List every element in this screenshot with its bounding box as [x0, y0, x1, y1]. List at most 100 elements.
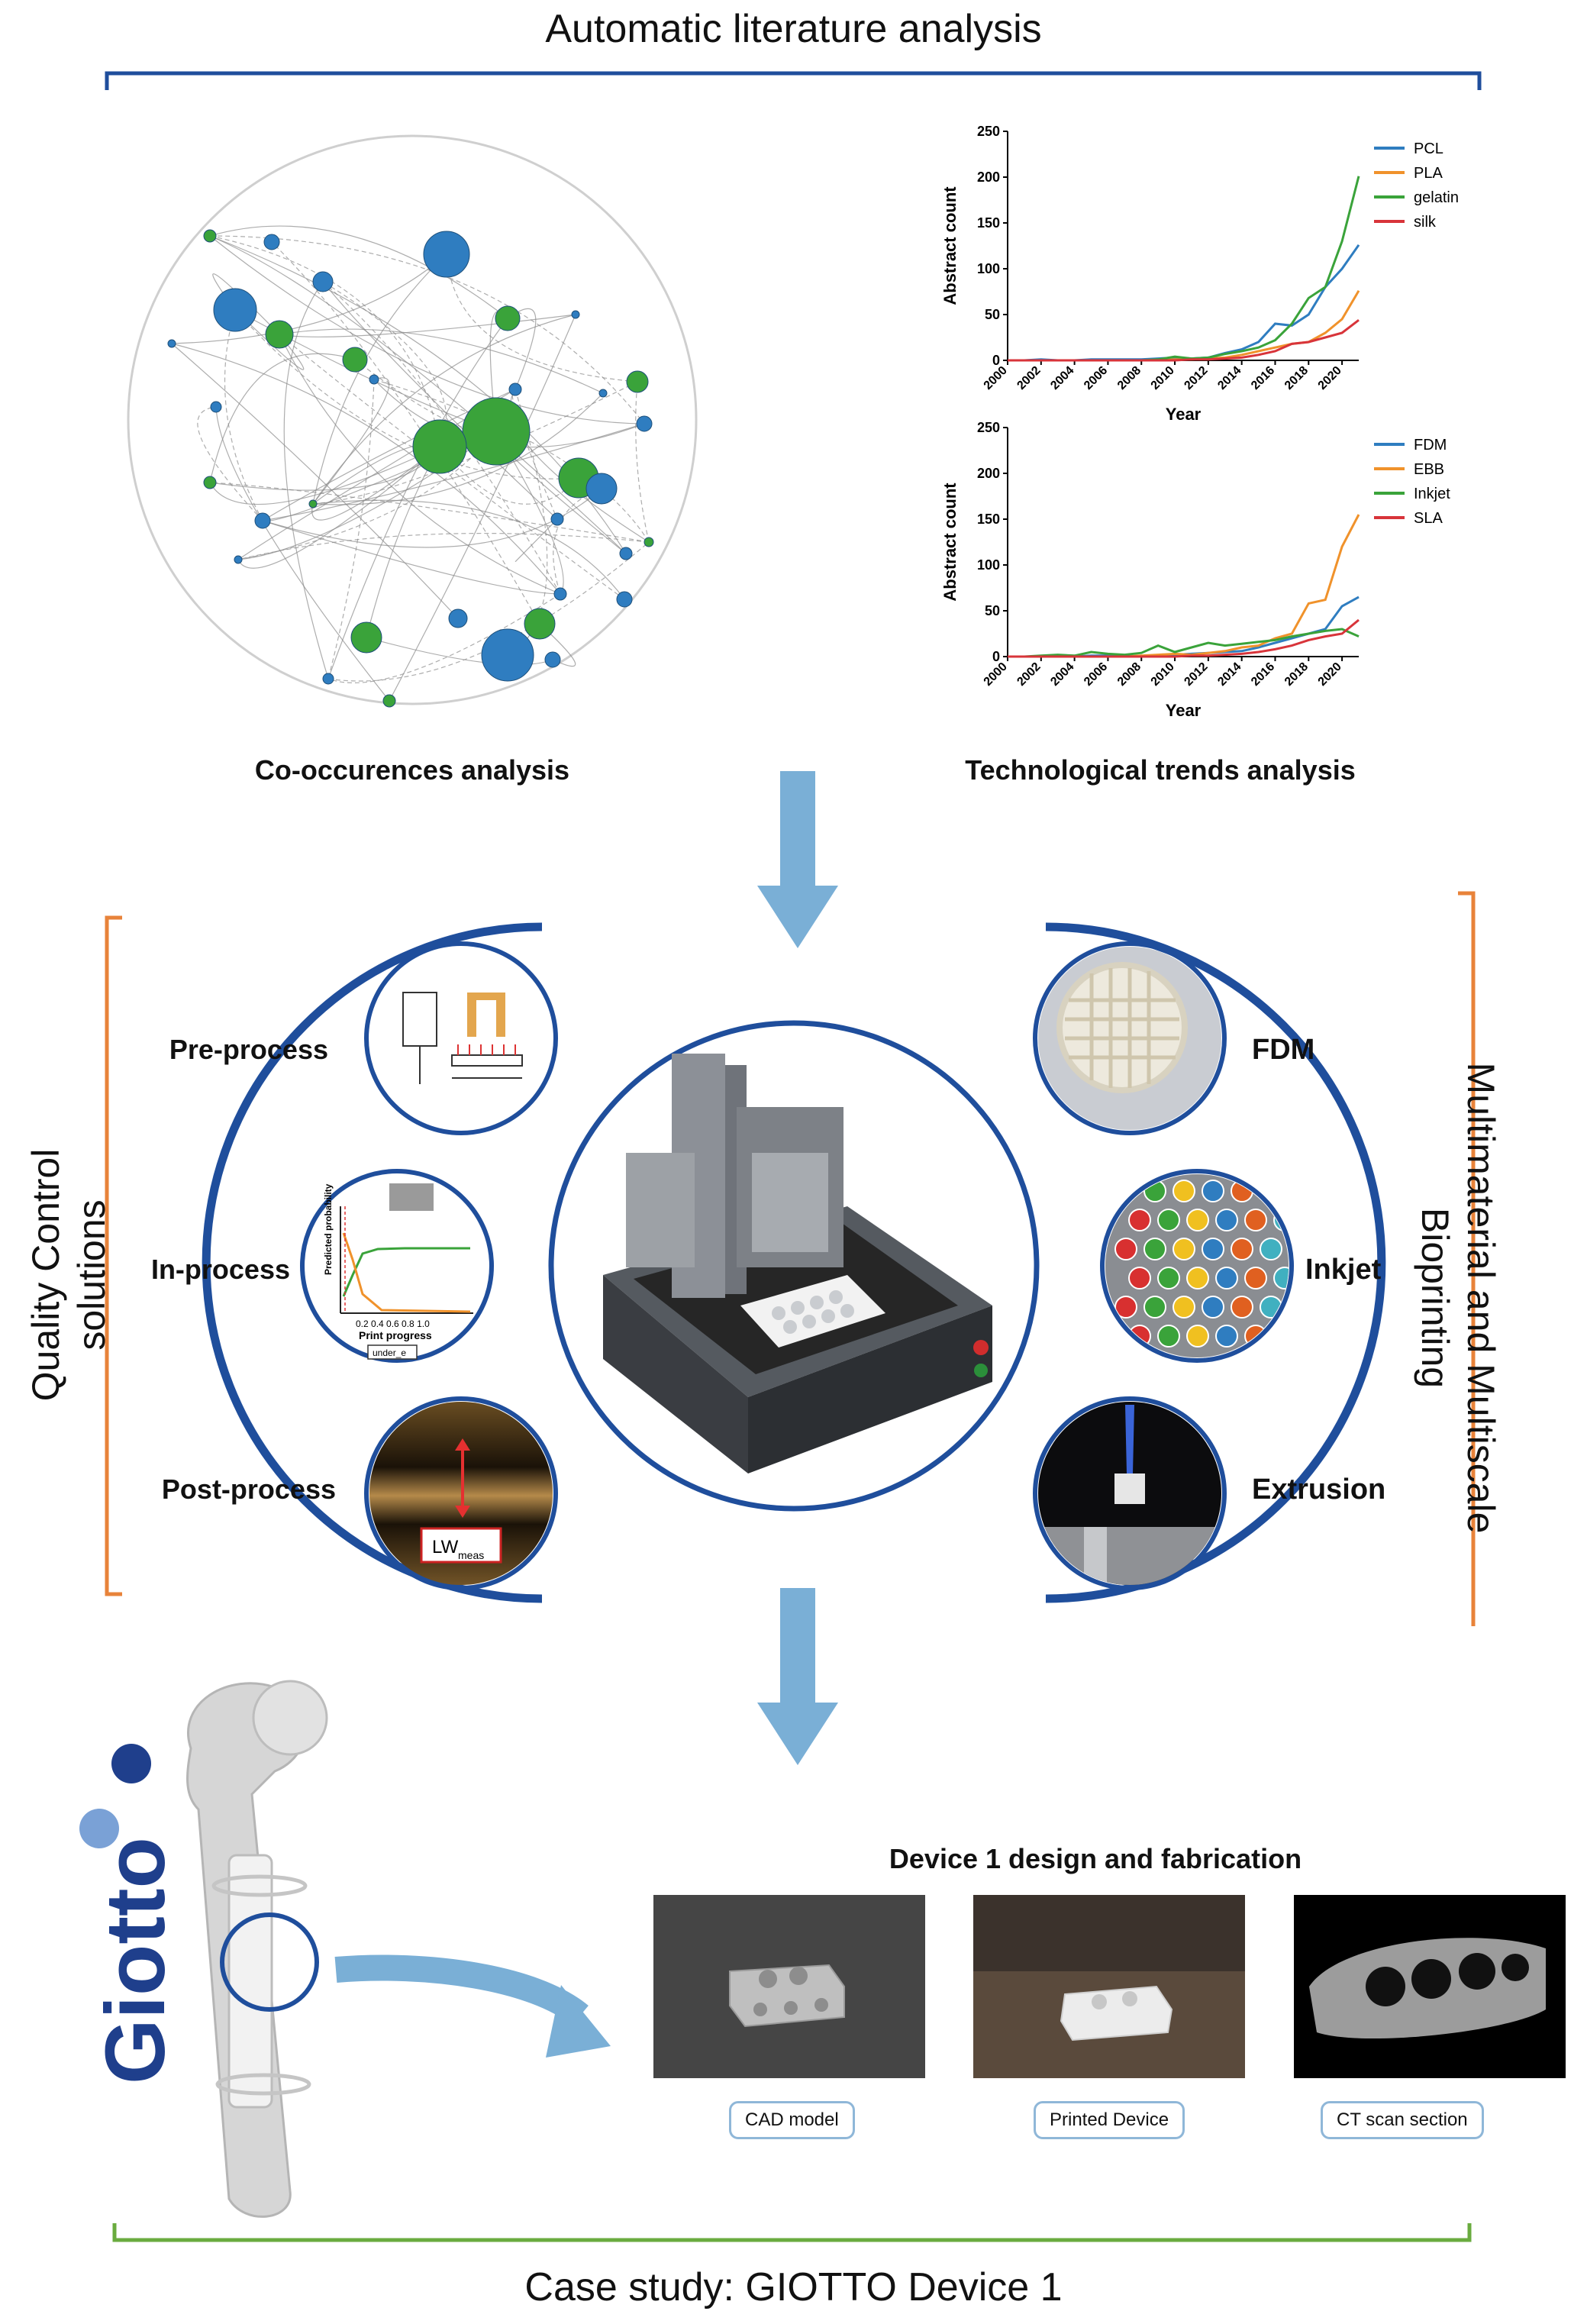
qc-title-line-1: Quality Control	[24, 1148, 67, 1402]
network-node	[382, 694, 396, 708]
network-node	[481, 628, 534, 682]
giotto-logo: Giotto	[79, 1744, 182, 2084]
extrusion-circle	[1033, 1396, 1227, 1590]
network-edge	[209, 235, 627, 554]
cad-model-image	[729, 1964, 845, 2028]
network-node	[265, 320, 294, 349]
network-node	[312, 271, 334, 292]
network-edge	[373, 379, 650, 543]
process-wheel: 0.2 0.4 0.6 0.8 1.0 Print progress under…	[105, 891, 1476, 1626]
in-process-label: In-process	[150, 1254, 290, 1285]
post-process-circle: LW meas	[364, 1396, 558, 1590]
trends-label: Technological trends analysis	[965, 754, 1356, 786]
y-tick-label: 200	[977, 169, 1000, 185]
inkjet-droplet	[1143, 1238, 1166, 1260]
x-tick-label: 2018	[1282, 364, 1311, 392]
x-tick-label: 2020	[1316, 364, 1344, 392]
network-edge	[312, 392, 604, 505]
network-node	[213, 288, 257, 332]
series-line-sla	[1008, 618, 1360, 658]
post-process-label: Post-process	[161, 1473, 336, 1505]
inkjet-droplet	[1114, 1238, 1137, 1260]
network-edge	[234, 309, 579, 479]
x-tick-label: 2020	[1316, 660, 1344, 689]
network-edge	[312, 314, 576, 505]
network-node	[616, 591, 633, 608]
network-node	[412, 419, 467, 474]
network-edge	[171, 253, 447, 344]
inkjet-droplet	[1202, 1238, 1224, 1260]
lw-label: LW	[432, 1537, 459, 1557]
ct-scan-image	[1309, 1938, 1546, 2039]
x-tick-label: 2016	[1249, 660, 1277, 689]
mm-title: Multimaterial and Multiscale Bioprinting	[1412, 1054, 1504, 1542]
inkjet-droplet	[1273, 1267, 1289, 1289]
down-arrow-1	[757, 771, 838, 948]
inkjet-circle-border	[1100, 1169, 1294, 1363]
network-edge	[311, 446, 440, 521]
inkjet-droplet	[1231, 1238, 1253, 1260]
fdm-label: FDM	[1252, 1034, 1315, 1066]
series-line-gelatin	[1008, 176, 1360, 362]
pre-process-label: Pre-process	[169, 1034, 328, 1065]
x-tick-label: 2006	[1082, 660, 1110, 689]
svg-text:Giotto: Giotto	[89, 1837, 182, 2084]
y-tick-label: 250	[977, 124, 1000, 139]
network-edge	[283, 281, 329, 679]
series-line-silk	[1008, 319, 1360, 362]
legend-label-gelatin: gelatin	[1414, 189, 1459, 206]
x-tick-label: 2002	[1014, 364, 1043, 392]
y-tick-label: 50	[985, 603, 1000, 618]
network-edge	[209, 235, 627, 554]
inkjet-droplet	[1273, 1325, 1289, 1348]
x-tick-label: 2006	[1082, 364, 1110, 392]
inkjet-droplet	[1231, 1296, 1253, 1319]
x-tick-label: 2014	[1215, 660, 1243, 689]
ct-scan-panel	[1294, 1895, 1566, 2078]
network-edge	[224, 309, 263, 521]
y-tick-label: 50	[985, 307, 1000, 322]
network-edge	[197, 406, 263, 521]
bottom-bracket	[112, 2223, 1472, 2242]
network-node	[508, 382, 522, 396]
ct-scan-caption: CT scan section	[1321, 2101, 1484, 2139]
x-tick-label: 2004	[1048, 364, 1076, 392]
network-edge	[262, 423, 645, 521]
x-tick-label: 2010	[1149, 364, 1177, 392]
network-edge	[209, 446, 440, 505]
y-tick-label: 100	[977, 557, 1000, 573]
bottom-title: Case study: GIOTTO Device 1	[524, 2265, 1063, 2309]
mm-title-line-2: Bioprinting	[1414, 1207, 1456, 1389]
x-tick-label: 2000	[982, 364, 1010, 392]
network-boundary	[127, 134, 698, 705]
network-edge	[237, 446, 440, 569]
network-edge	[171, 343, 459, 619]
inkjet-circle	[1100, 1169, 1294, 1363]
network-edge	[322, 281, 558, 520]
network-node	[544, 651, 561, 668]
inkjet-droplet	[1173, 1180, 1195, 1202]
y-tick-label: 200	[977, 466, 1000, 481]
inkjet-droplet	[1244, 1209, 1267, 1231]
network-edge	[327, 541, 650, 682]
network-node	[636, 415, 653, 432]
y-axis-label: Abstract count	[940, 186, 960, 305]
network-node	[462, 397, 531, 466]
network-edge	[171, 343, 561, 595]
inkjet-droplet	[1157, 1267, 1180, 1289]
network-node	[210, 401, 222, 413]
y-axis-label: Abstract count	[940, 483, 960, 602]
network-node	[619, 547, 633, 560]
network-edge	[539, 623, 576, 667]
top-title: Automatic literature analysis	[545, 7, 1042, 51]
network-edge	[327, 318, 508, 679]
legend-label-sla: SLA	[1414, 510, 1443, 527]
inkjet-droplet	[1173, 1238, 1195, 1260]
x-axis-label: Year	[1166, 405, 1202, 424]
network-node	[644, 537, 654, 547]
network-node	[322, 673, 334, 685]
co-occurrence-label: Co-occurences analysis	[254, 754, 570, 786]
inkjet-droplet	[1215, 1325, 1238, 1348]
printed-device-panel	[973, 1895, 1245, 2078]
